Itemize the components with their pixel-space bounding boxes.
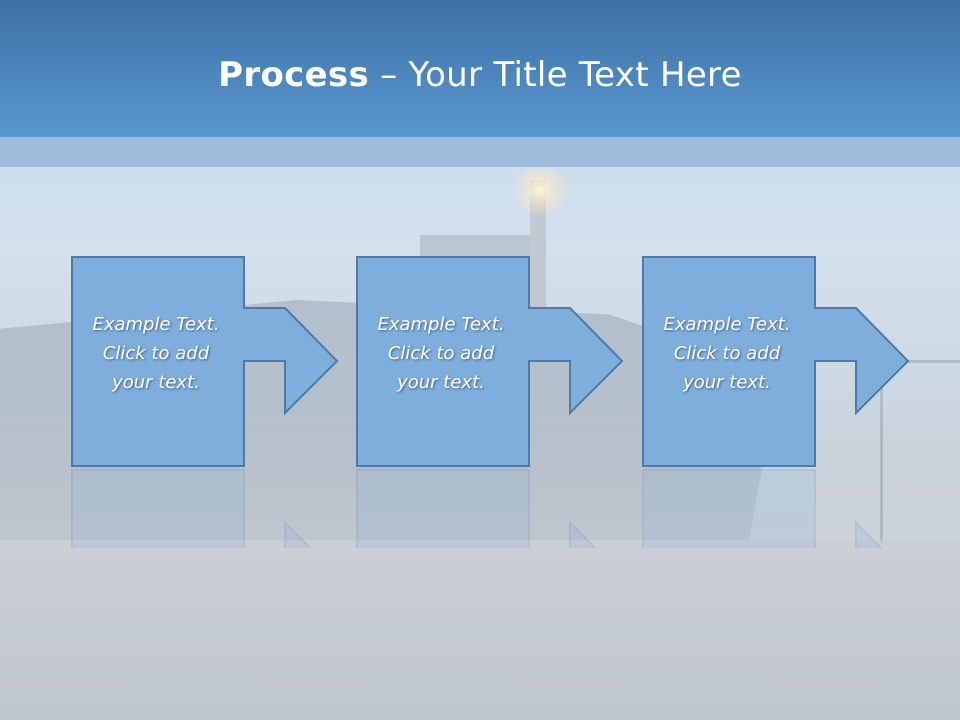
step-text-line: your text. [683,372,771,393]
process-step-1[interactable]: Example Text. Click to add your text. [71,256,339,468]
step-text-line: Example Text. [663,314,791,335]
step-text[interactable]: Example Text. Click to add your text. [642,310,812,397]
arrow-shape [71,256,339,467]
crane [880,360,960,543]
step-text[interactable]: Example Text. Click to add your text. [356,310,526,397]
title-header [0,0,960,137]
step-text-line: Click to add [673,343,781,364]
title-rest: – Your Title Text Here [369,55,742,95]
arrow-shape [356,256,624,467]
step-text[interactable]: Example Text. Click to add your text. [71,310,241,397]
step-text-line: your text. [397,372,485,393]
step-text-line: your text. [112,372,200,393]
slide-title[interactable]: Process – Your Title Text Here [0,52,960,98]
step-text-line: Click to add [102,343,210,364]
dock-ground [0,540,960,720]
process-step-2[interactable]: Example Text. Click to add your text. [356,256,624,468]
arrow-shape [642,256,910,467]
process-step-3[interactable]: Example Text. Click to add your text. [642,256,910,468]
mast-light [512,162,568,218]
step-text-line: Example Text. [92,314,220,335]
title-bold: Process [218,55,370,95]
header-band [0,137,960,167]
step-text-line: Example Text. [377,314,505,335]
step-text-line: Click to add [387,343,495,364]
